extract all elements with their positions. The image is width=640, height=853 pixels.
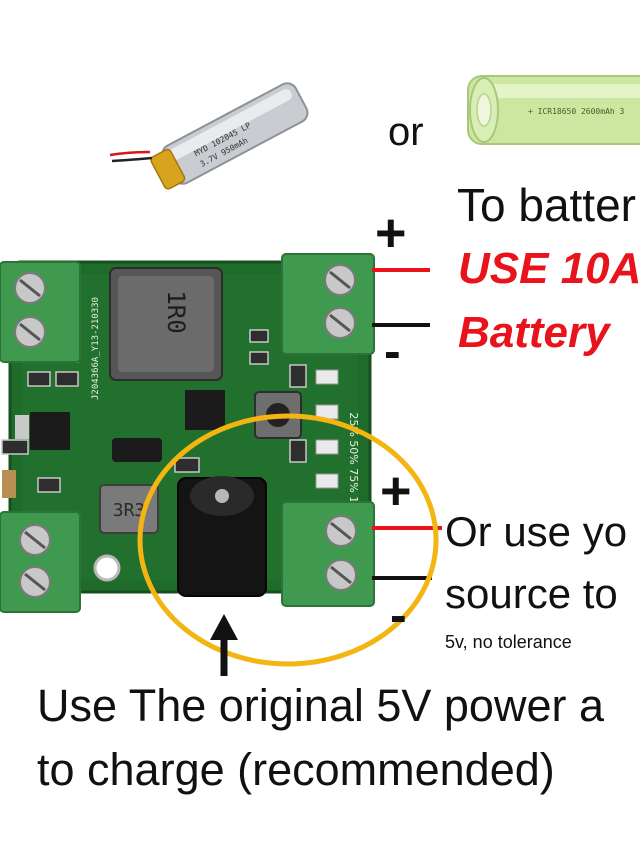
inductor-small-label: 3R3 [113, 500, 146, 521]
or-use-your-text: Or use yo [445, 508, 628, 555]
cell-label: + ICR18650 2600mAh 3 [528, 107, 625, 116]
cell-18650: + ICR18650 2600mAh 3 [467, 75, 640, 145]
inductor-large-label: 1R0 [162, 290, 190, 333]
arrow-up-icon [210, 614, 238, 676]
highlight-circle [137, 413, 439, 667]
terminal-right-bottom [281, 501, 375, 607]
or-label: or [388, 110, 424, 154]
minus-top-sign: - [384, 323, 401, 379]
use-10a-text: USE 10A [458, 244, 640, 293]
to-battery-text: To batter [457, 179, 636, 231]
board-id: J204366A_Y13-210330 [91, 297, 101, 400]
terminal-left-top [0, 261, 81, 363]
battery-text: Battery [458, 308, 610, 357]
pcb-board: 1R0 3R3 J204366A_Y13-210330 25% 50% 7 [1, 260, 372, 597]
level-marks: 25% 50% 75% 100% [347, 412, 360, 527]
plus-bottom-sign: + [380, 461, 412, 521]
source-to-text: source to [445, 570, 618, 617]
original-power-line1: Use The original 5V power a [37, 680, 604, 731]
terminal-right-top [281, 253, 375, 355]
plus-top-sign: + [375, 203, 407, 263]
original-power-line2: to charge (recommended) [37, 744, 555, 795]
tolerance-text: 5v, no tolerance [445, 632, 572, 652]
lipo-battery: MYD 102045 LP 3.7V 950mAh [109, 82, 309, 190]
terminal-left-bottom [0, 511, 81, 613]
minus-bottom-sign: - [390, 587, 407, 643]
